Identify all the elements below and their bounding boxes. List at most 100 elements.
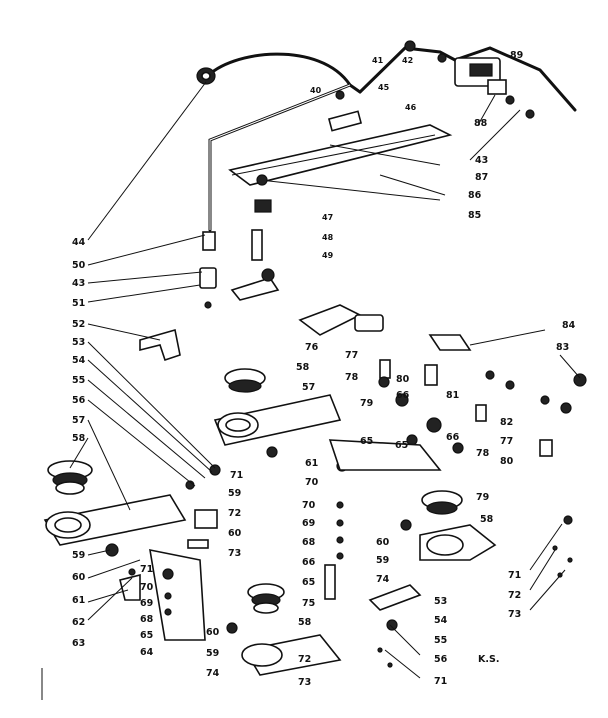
label-48: 48 [322, 233, 334, 242]
label-79: 79 [360, 398, 373, 409]
label-54-right: 54 [434, 615, 448, 626]
label-80: 80 [396, 374, 410, 385]
label-63: 63 [72, 638, 85, 649]
label-59-bottom: 59 [206, 648, 219, 659]
label-58-bottom: 58 [298, 617, 312, 628]
label-59-right: 59 [376, 555, 389, 566]
label-61: 61 [72, 595, 85, 606]
valve-assembly [404, 40, 535, 119]
label-57-upper: 57 [302, 382, 315, 393]
label-81: 81 [446, 390, 459, 401]
label-50: 50 [72, 260, 86, 271]
burner-assembly [228, 90, 453, 213]
label-69: 70 [140, 582, 154, 593]
left-fittings [139, 229, 280, 362]
label-88: 88 [474, 118, 488, 129]
label-72-bottom: 72 [298, 654, 311, 665]
label-76: 76 [305, 342, 319, 353]
label-41: 41 [372, 56, 384, 65]
label-65-lower: 65 [395, 440, 408, 451]
gas-tubing [204, 46, 577, 232]
corner-note: K.S. [478, 654, 499, 665]
label-55-right: 55 [434, 635, 447, 646]
label-56-right: 56 [434, 654, 448, 665]
label-89: 89 [510, 50, 523, 61]
label-66-right: 66 [446, 432, 460, 443]
label-53: 53 [72, 337, 85, 348]
label-66-center: 66 [302, 557, 316, 568]
label-71-left: 71 [230, 470, 243, 481]
label-73-right: 73 [508, 609, 521, 620]
label-69-center: 70 [302, 500, 316, 511]
label-77: 77 [345, 350, 358, 361]
top-burner-right [298, 304, 587, 405]
label-43-right: 43 [475, 155, 488, 166]
label-43: 43 [72, 278, 85, 289]
label-59: 59 [72, 550, 85, 561]
label-75: 75 [302, 598, 315, 609]
label-60-right: 60 [376, 537, 390, 548]
label-84: 84 [562, 320, 576, 331]
label-44: 44 [72, 237, 86, 248]
right-small-parts [377, 545, 573, 668]
thermocouple-end [196, 67, 216, 85]
label-82: 82 [500, 417, 513, 428]
label-49: 49 [322, 251, 334, 260]
label-85: 85 [468, 210, 481, 221]
label-55: 55 [72, 375, 85, 386]
part-labels: 44 50 43 51 52 53 54 55 56 57 58 59 60 6… [72, 50, 576, 688]
lower-left-valve-stack [119, 548, 206, 641]
label-40: 40 [310, 86, 322, 95]
label-78: 78 [345, 372, 359, 383]
label-54: 54 [72, 355, 86, 366]
label-52: 52 [72, 319, 85, 330]
label-70-center: 70 [305, 477, 319, 488]
label-53-right: 53 [434, 596, 447, 607]
label-60-bottom: 60 [206, 627, 220, 638]
label-60-mid: 60 [228, 528, 242, 539]
label-72-left: 72 [228, 508, 241, 519]
label-51: 51 [72, 298, 85, 309]
label-42: 42 [402, 56, 413, 65]
label-71-bottom: 71 [434, 676, 447, 687]
label-79-right: 79 [476, 492, 489, 503]
label-74-right: 74 [376, 574, 390, 585]
label-57: 57 [72, 415, 85, 426]
label-58-right: 58 [480, 514, 494, 525]
label-67: 68 [140, 614, 154, 625]
center-valve-parts [378, 359, 572, 457]
label-86: 86 [468, 190, 482, 201]
burner-head-bottom [226, 583, 342, 676]
label-66-upper: 66 [396, 390, 410, 401]
label-62: 62 [72, 617, 85, 628]
burner-head-lower-left [43, 446, 278, 557]
label-47: 47 [322, 213, 333, 222]
label-56: 56 [72, 395, 86, 406]
label-45: 45 [378, 83, 390, 92]
label-58: 58 [72, 433, 86, 444]
label-60: 60 [72, 572, 86, 583]
label-78-right: 78 [476, 448, 490, 459]
label-61-center: 61 [305, 458, 318, 469]
burner-head-upper-left [213, 368, 342, 446]
label-59-mid: 59 [228, 488, 241, 499]
label-83: 83 [556, 342, 569, 353]
label-72-right: 72 [508, 590, 521, 601]
label-74-bottom: 74 [206, 668, 220, 679]
label-70: 71 [140, 564, 153, 575]
label-80-right: 80 [500, 456, 514, 467]
label-87: 87 [475, 172, 488, 183]
label-73-left: 73 [228, 548, 241, 559]
label-65-center: 65 [302, 577, 315, 588]
label-64: 64 [140, 647, 154, 658]
label-73-bottom: 73 [298, 677, 311, 688]
label-46: 46 [405, 103, 417, 112]
label-65-upper: 65 [360, 436, 373, 447]
label-58-upper: 58 [296, 362, 310, 373]
label-68: 69 [140, 598, 153, 609]
label-71-right: 71 [508, 570, 521, 581]
leader-lines [69, 81, 581, 679]
center-column [324, 439, 442, 600]
label-67-center: 68 [302, 537, 316, 548]
